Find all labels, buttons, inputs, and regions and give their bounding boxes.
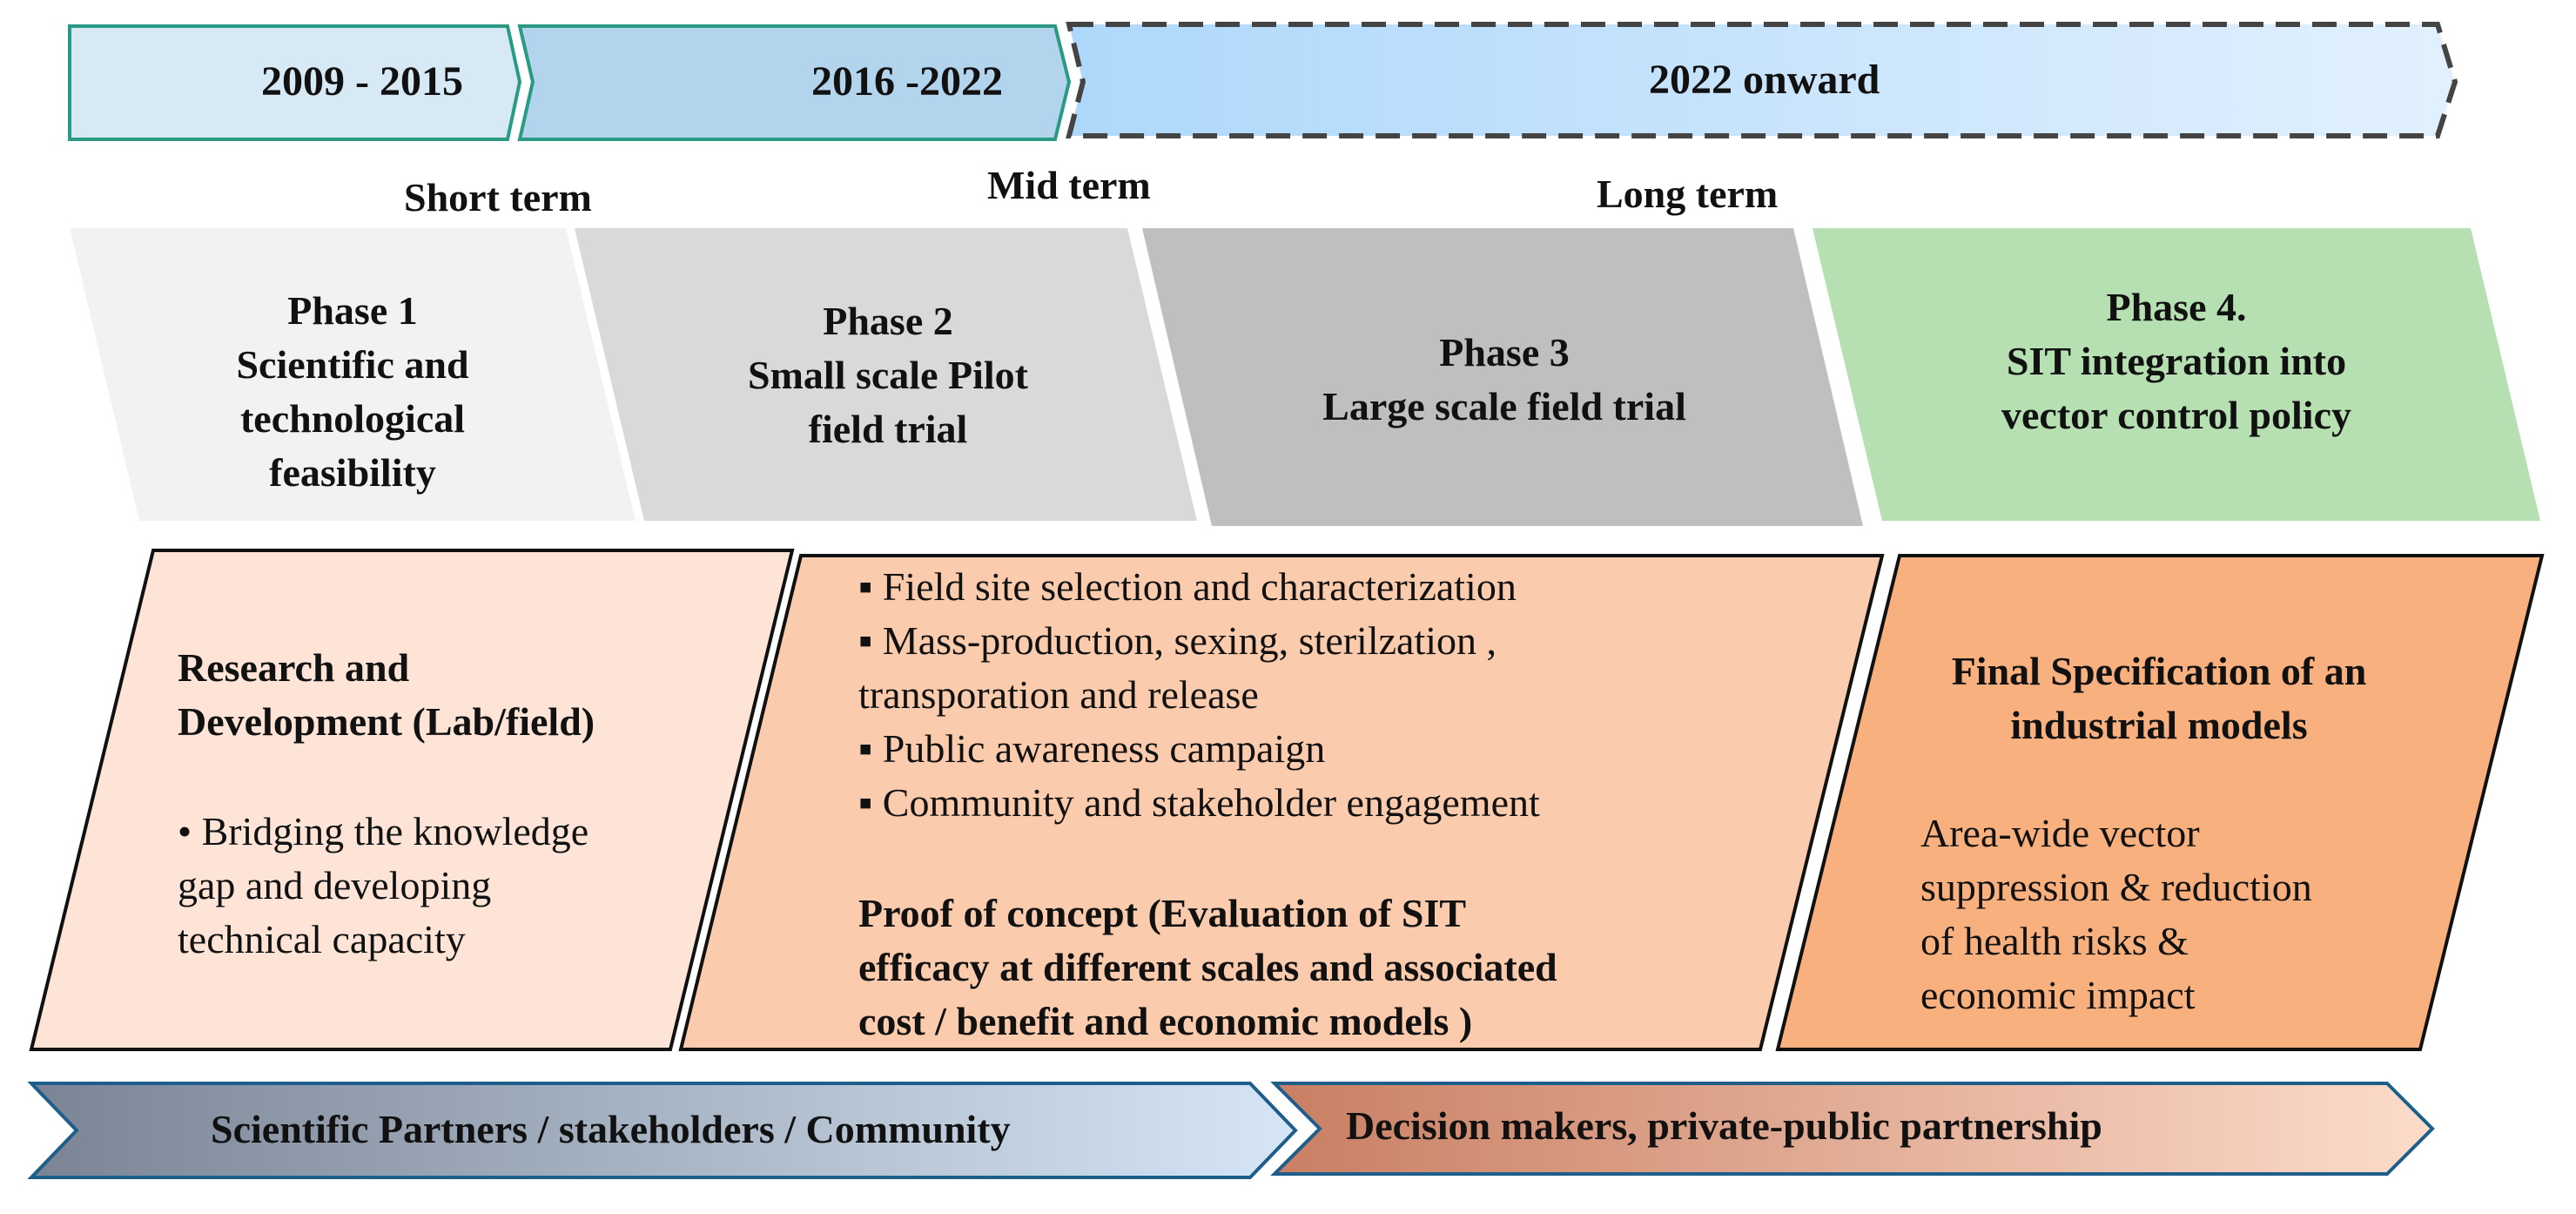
field-bullet: ▪ Mass-production, sexing, sterilzation … <box>858 618 1497 663</box>
field-bullet: ▪ Public awareness campaign <box>858 726 1326 771</box>
term-mid: Mid term <box>987 163 1151 207</box>
proof-line: cost / benefit and economic models ) <box>858 999 1473 1043</box>
phase-2-line: Phase 2 <box>823 299 953 343</box>
period-label-2: 2016 -2022 <box>811 58 1003 105</box>
bottom-left-label: Scientific Partners / stakeholders / Com… <box>211 1107 1011 1151</box>
field-box-shape <box>678 554 1885 1051</box>
phase-4-line: Phase 4. <box>2106 285 2247 329</box>
phase-3-line: Large scale field trial <box>1322 384 1686 428</box>
phase-2-shape <box>575 228 1197 521</box>
phase-4-line: SIT integration into <box>2006 339 2347 383</box>
final-body: Area-wide vector suppression & reduction… <box>1920 806 2443 1022</box>
phase-4-line: vector control policy <box>2001 393 2351 437</box>
phase-1-line: feasibility <box>269 450 436 495</box>
period-label-1: 2009 - 2015 <box>261 58 463 105</box>
phase-1-line: Scientific and <box>236 342 469 387</box>
final-body-line: economic impact <box>1920 973 2196 1017</box>
phase-3-shape <box>1142 228 1863 526</box>
bottom-arrow-right <box>1270 1082 2435 1176</box>
phase-1-line: Phase 1 <box>287 288 418 333</box>
research-title-line: Development (Lab/field) <box>178 699 595 744</box>
final-body-line: Area-wide vector <box>1920 811 2200 855</box>
research-body-line: gap and developing <box>178 863 492 907</box>
phase-4-shape <box>1813 228 2540 521</box>
final-title-line: industrial models <box>2010 703 2308 747</box>
proof-line: Proof of concept (Evaluation of SIT <box>858 891 1467 935</box>
final-body-line: of health risks & <box>1920 919 2189 963</box>
research-body: • Bridging the knowledge gap and develop… <box>178 805 665 967</box>
phase-1-line: technological <box>239 396 466 441</box>
research-body-line: technical capacity <box>178 917 466 961</box>
period-arrow-2 <box>517 24 1072 141</box>
research-box-shape <box>29 549 795 1051</box>
phase-3-title: Phase 3 Large scale field trial <box>1261 326 1748 434</box>
proof-of-concept: Proof of concept (Evaluation of SIT effi… <box>858 887 1712 1049</box>
term-long: Long term <box>1597 172 1779 216</box>
field-bullet: ▪ Field site selection and characterizat… <box>858 564 1517 609</box>
final-body-line: suppression & reduction <box>1920 865 2312 909</box>
phase-1-shape <box>70 228 636 521</box>
phase-2-line: field trial <box>808 407 968 451</box>
phase-1-title: Phase 1 Scientific and technological fea… <box>174 284 531 500</box>
field-bullet: transporation and release <box>858 672 1259 717</box>
period-arrow-3 <box>1066 22 2458 138</box>
phase-2-title: Phase 2 Small scale Pilot field trial <box>679 294 1097 456</box>
final-box-shape <box>1775 554 2545 1051</box>
phase-3-line: Phase 3 <box>1439 330 1570 374</box>
term-short: Short term <box>404 175 592 219</box>
period-arrow-1 <box>68 24 522 141</box>
field-bullet: ▪ Community and stakeholder engagement <box>858 780 1540 825</box>
final-title: Final Specification of an industrial mod… <box>1880 644 2438 752</box>
bottom-arrow-left <box>27 1082 1298 1179</box>
phase-4-title: Phase 4. SIT integration into vector con… <box>1915 280 2438 442</box>
research-bullet: • Bridging the knowledge <box>178 809 589 853</box>
phase-2-line: Small scale Pilot <box>748 353 1028 397</box>
proof-line: efficacy at different scales and associa… <box>858 945 1557 989</box>
final-title-line: Final Specification of an <box>1951 649 2367 693</box>
period-label-3: 2022 onward <box>1649 57 1880 103</box>
research-title: Research and Development (Lab/field) <box>178 641 683 749</box>
research-title-line: Research and <box>178 645 410 690</box>
bottom-right-label: Decision makers, private-public partners… <box>1346 1103 2102 1148</box>
field-bullets: ▪ Field site selection and characterizat… <box>858 560 1540 830</box>
